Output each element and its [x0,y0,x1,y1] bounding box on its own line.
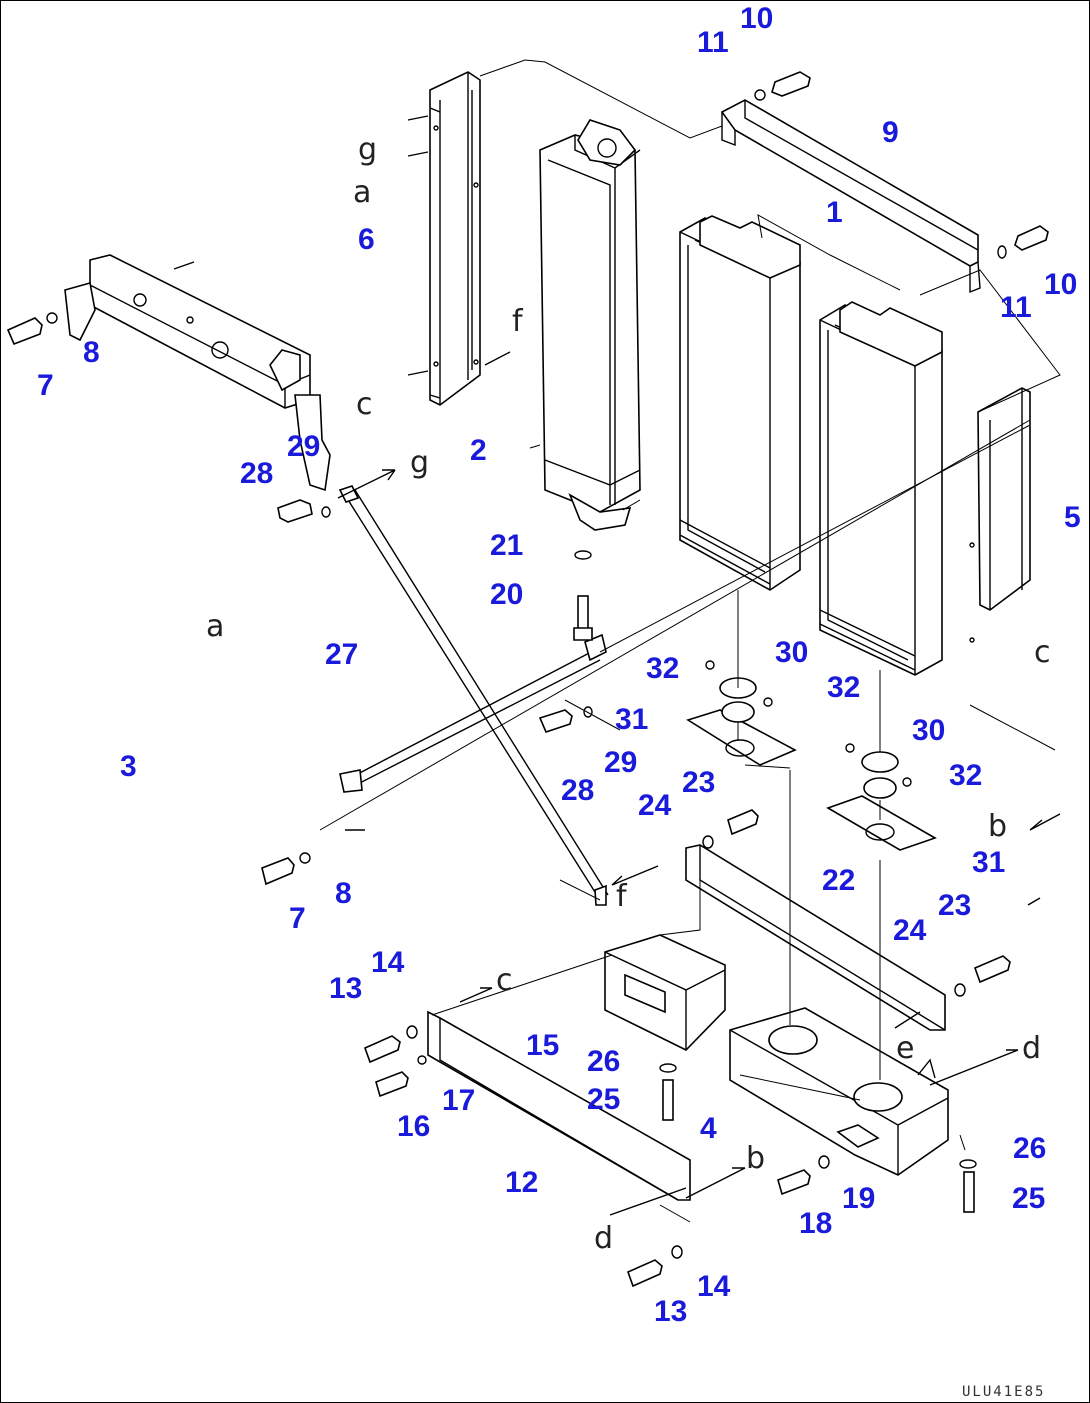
reference-letter-g: g [358,132,377,167]
callout-19: 19 [842,1182,875,1215]
callout-9: 9 [882,116,899,149]
callout-10: 10 [740,2,773,35]
callout-3: 3 [120,750,137,783]
callout-11: 11 [697,26,729,59]
callout-16: 16 [397,1110,430,1143]
callout-7: 7 [289,902,306,935]
part-2-tank [539,119,641,531]
part-27-stay-rods [338,485,609,906]
fastener-bolt-7a [6,312,58,346]
callout-22: 22 [822,864,855,897]
callout-25: 25 [587,1083,620,1116]
callout-5: 5 [1064,501,1081,534]
callout-12: 12 [505,1166,538,1199]
callout-31: 31 [972,846,1005,879]
callout-4: 4 [700,1112,717,1145]
reference-letter-c: c [356,387,373,422]
callout-28: 28 [561,774,594,807]
callout-30: 30 [912,714,945,747]
drawing-code: ULU41E85 [962,1384,1045,1400]
callout-25: 25 [1012,1182,1045,1215]
fastener-bolt-25b [959,1159,977,1213]
callout-18: 18 [799,1207,832,1240]
callout-32: 32 [646,652,679,685]
callout-26: 26 [587,1045,620,1078]
callout-1: 1 [826,196,843,229]
fastener-bolt-16 [375,1055,427,1098]
callout-27: 27 [325,638,358,671]
callout-24: 24 [893,914,927,947]
part-4-bottom-bracket [729,1007,949,1176]
callout-11: 11 [1000,291,1032,324]
callout-8: 8 [335,877,352,910]
reference-letter-c: c [496,963,513,998]
part-1-radiator-front [819,301,943,676]
reference-letter-f: f [616,879,628,914]
fastener-bolt-23b [954,955,1011,997]
fastener-bolt-20 [573,550,593,641]
fastener-bolt-7b [261,852,311,886]
reference-letter-e: e [896,1031,914,1066]
callout-17: 17 [442,1084,475,1117]
callout-24: 24 [638,789,672,822]
part-5-right-side-plate [969,387,1031,643]
callout-32: 32 [827,671,860,704]
reference-letter-b: b [988,809,1007,844]
callout-13: 13 [329,972,362,1005]
part-6-left-side-plate [407,71,511,406]
callout-13: 13 [654,1295,687,1328]
fastener-nuts-32 [705,660,912,787]
callout-29: 29 [604,746,637,779]
fastener-bolt-28b [538,706,593,733]
callout-26: 26 [1013,1132,1046,1165]
callout-29: 29 [287,430,320,463]
part-1-radiator-rear [679,215,801,591]
fastener-bolt-10b [997,225,1049,259]
reference-letter-c: c [1034,635,1051,670]
fastener-bolt-13b [626,1245,683,1288]
fastener-bolt-13a [363,1025,418,1064]
callout-21: 21 [490,529,523,562]
callout-7: 7 [37,369,54,402]
callout-2: 2 [470,434,487,467]
callout-23: 23 [682,766,715,799]
callout-8: 8 [83,336,100,369]
part-15-holder [604,934,726,1051]
callout-32: 32 [949,759,982,792]
part-31-mount-plate-right [826,751,937,851]
callout-14: 14 [371,946,405,979]
reference-letter-a: a [353,175,371,210]
part-3-left-frame [64,254,331,492]
reference-letter-d: d [594,1221,613,1256]
callout-31: 31 [615,703,648,736]
callout-10: 10 [1044,268,1077,301]
reference-arrows [173,261,1061,1216]
callout-20: 20 [490,578,523,611]
callout-28: 28 [240,457,273,490]
fastener-bolt-10a [754,71,811,101]
reference-letter-d: d [1022,1031,1041,1066]
fastener-bolt-28a [277,499,331,523]
callout-30: 30 [775,636,808,669]
reference-letter-a: a [206,609,224,644]
fastener-bolt-23a [702,809,759,849]
part-12-front-plate [427,1010,691,1201]
part-31-mount-plate-left [686,677,797,766]
callout-23: 23 [938,889,971,922]
fastener-bolt-18 [777,1155,830,1196]
callout-14: 14 [697,1270,731,1303]
callout-15: 15 [526,1029,559,1062]
reference-letter-b: b [746,1141,765,1176]
reference-letter-f: f [512,304,524,339]
callout-6: 6 [358,223,375,256]
reference-letter-g: g [410,445,429,480]
fastener-bolt-25a [659,1063,677,1121]
leader-lines [319,59,1061,1223]
